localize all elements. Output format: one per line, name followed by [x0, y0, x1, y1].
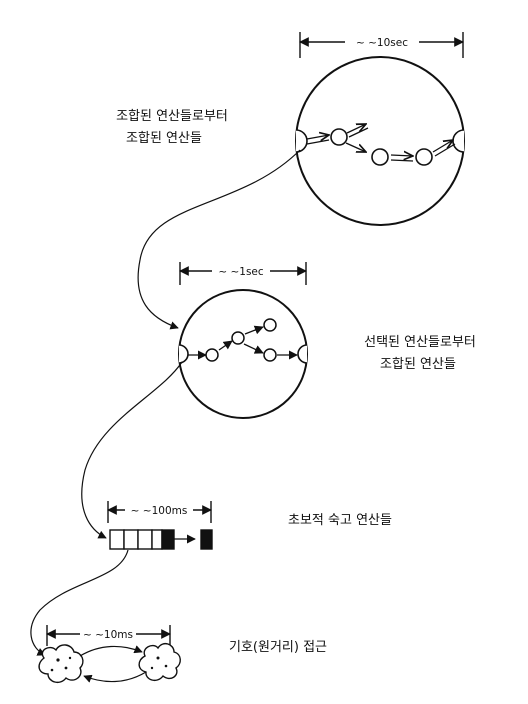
buffer-group — [109, 529, 213, 550]
medium-circle-arrows — [188, 325, 298, 360]
scale-10sec-label: ~ ~10sec — [356, 37, 408, 49]
medium-node-1 — [205, 348, 219, 362]
connector-large-to-medium — [137, 149, 301, 330]
buffer-label: 초보적 숙고 연산들 — [288, 513, 392, 528]
top-label-line2: 조합된 연산들 — [126, 131, 202, 146]
scale-100ms: ~ ~100ms — [107, 501, 212, 523]
large-circle-exit — [452, 129, 465, 153]
large-circle-entry — [295, 129, 308, 153]
scale-100ms-label: ~ ~100ms — [131, 505, 188, 517]
scale-1sec: ~ ~1sec — [179, 262, 307, 285]
mid-label-line1: 선택된 연산들로부터 — [364, 335, 476, 350]
scale-10ms: ~ ~10ms — [46, 625, 171, 646]
buffer-output-cell — [200, 529, 213, 550]
medium-node-3 — [263, 318, 277, 332]
large-node-2 — [371, 148, 389, 166]
buffer-filled-cell — [161, 529, 175, 550]
mid-label-line2: 조합된 연산들 — [380, 357, 456, 372]
medium-node-4 — [263, 348, 277, 362]
connector-medium-to-buffer — [81, 361, 183, 539]
medium-circle-exit — [297, 344, 308, 364]
large-node-1 — [330, 128, 348, 146]
connector-buffer-to-bottom — [30, 549, 129, 656]
blob-arrow-top — [79, 645, 143, 657]
scale-10ms-label: ~ ~10ms — [83, 629, 133, 641]
blob-left — [38, 644, 84, 684]
bottom-blobs — [38, 642, 181, 684]
medium-circle-group — [178, 289, 308, 419]
medium-circle-entry — [178, 344, 189, 364]
large-circle-group — [295, 56, 465, 226]
top-label-line1: 조합된 연산들로부터 — [116, 109, 228, 124]
scale-10sec: ~ ~10sec — [299, 32, 464, 58]
bottom-label: 기호(원거리) 접근 — [229, 640, 327, 655]
large-node-3 — [415, 148, 433, 166]
blob-right — [138, 642, 181, 682]
large-circle-arrows — [306, 124, 456, 162]
scale-1sec-label: ~ ~1sec — [218, 266, 264, 278]
blob-arrow-bottom — [83, 671, 147, 683]
medium-node-2 — [231, 331, 245, 345]
medium-circle — [178, 289, 308, 419]
